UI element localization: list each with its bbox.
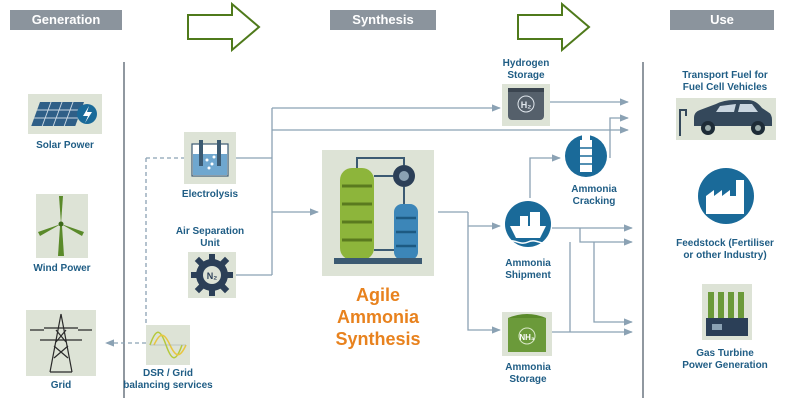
label-hydrogen-line1: Hydrogen	[502, 58, 550, 69]
factory-icon	[698, 168, 754, 224]
label-grid: Grid	[50, 380, 72, 391]
cracking-tower-icon	[565, 135, 607, 177]
pylon-icon	[26, 310, 96, 376]
label-agile-line3: Synthesis	[335, 329, 421, 349]
line-shipment-to-turbine	[593, 242, 633, 326]
ammonia-tank-icon	[502, 312, 552, 356]
label-hydrogen-line2: Storage	[507, 70, 545, 81]
wind-turbine-icon	[36, 194, 88, 258]
label-cracking-line2: Cracking	[572, 196, 616, 207]
electrolysis-icon	[184, 132, 236, 184]
label-turbine-line1: Gas Turbine	[696, 348, 754, 359]
label-agile-line1: Agile	[355, 285, 400, 305]
air-separation-gear-icon	[188, 252, 236, 298]
label-agile-ammonia-synthesis: Agile Ammonia Synthesis	[318, 284, 438, 350]
label-dsr-line2: balancing services	[123, 380, 213, 391]
solar-panel-icon	[28, 94, 102, 134]
label-solar-power: Solar Power	[36, 140, 94, 151]
flow-arrow-right-1	[187, 1, 261, 53]
label-agile-line2: Ammonia	[336, 307, 419, 327]
label-ammonia-shipment: Ammonia Shipment	[488, 258, 568, 282]
n2-symbol: N₂	[207, 271, 218, 281]
label-transport-line2: Fuel Cell Vehicles	[682, 82, 768, 93]
hydrogen-tank-icon	[502, 84, 550, 126]
gas-turbine-icon	[702, 284, 752, 340]
label-air-separation-line2: Unit	[200, 238, 220, 249]
label-storage-line2: Storage	[509, 374, 547, 385]
label-storage-line1: Ammonia	[505, 362, 551, 373]
label-feedstock: Feedstock (Fertiliser or other Industry)	[662, 238, 788, 262]
label-ammonia-cracking: Ammonia Cracking	[554, 184, 634, 208]
ammonia-reactor-icon	[322, 150, 434, 276]
fuel-cell-car-icon	[676, 98, 776, 140]
h2-symbol: H₂	[521, 100, 532, 110]
nh3-symbol: NH₃	[519, 333, 535, 342]
sine-wave-icon	[146, 325, 190, 365]
label-gas-turbine: Gas Turbine Power Generation	[662, 348, 788, 372]
header-generation: Generation	[10, 10, 122, 30]
label-air-separation-line1: Air Separation	[175, 226, 245, 237]
label-wind-power: Wind Power	[33, 263, 91, 274]
label-transport-fuel: Transport Fuel for Fuel Cell Vehicles	[662, 70, 788, 94]
line-cracking-to-use	[609, 114, 629, 158]
label-shipment-line2: Shipment	[505, 270, 551, 281]
label-feedstock-line2: or other Industry)	[683, 250, 767, 261]
label-hydrogen-storage: Hydrogen Storage	[486, 58, 566, 82]
header-use: Use	[670, 10, 774, 30]
label-transport-line1: Transport Fuel for	[682, 70, 768, 81]
label-electrolysis: Electrolysis	[181, 189, 239, 200]
flow-lines	[105, 98, 633, 347]
line-to-cracking	[529, 154, 561, 198]
label-air-separation: Air Separation Unit	[160, 226, 260, 250]
label-dsr-line1: DSR / Grid	[142, 368, 193, 379]
label-turbine-line2: Power Generation	[682, 360, 768, 371]
label-cracking-line1: Ammonia	[571, 184, 617, 195]
label-dsr: DSR / Grid balancing services	[118, 368, 218, 392]
flow-arrow-right-2	[517, 1, 591, 53]
label-ammonia-storage: Ammonia Storage	[488, 362, 568, 386]
ship-icon	[505, 201, 551, 247]
label-feedstock-line1: Feedstock (Fertiliser	[676, 238, 774, 249]
line-shipment-to-use-2	[579, 228, 633, 246]
line-to-ammonia-storage	[467, 212, 501, 334]
label-shipment-line1: Ammonia	[505, 258, 551, 269]
header-synthesis: Synthesis	[330, 10, 436, 30]
